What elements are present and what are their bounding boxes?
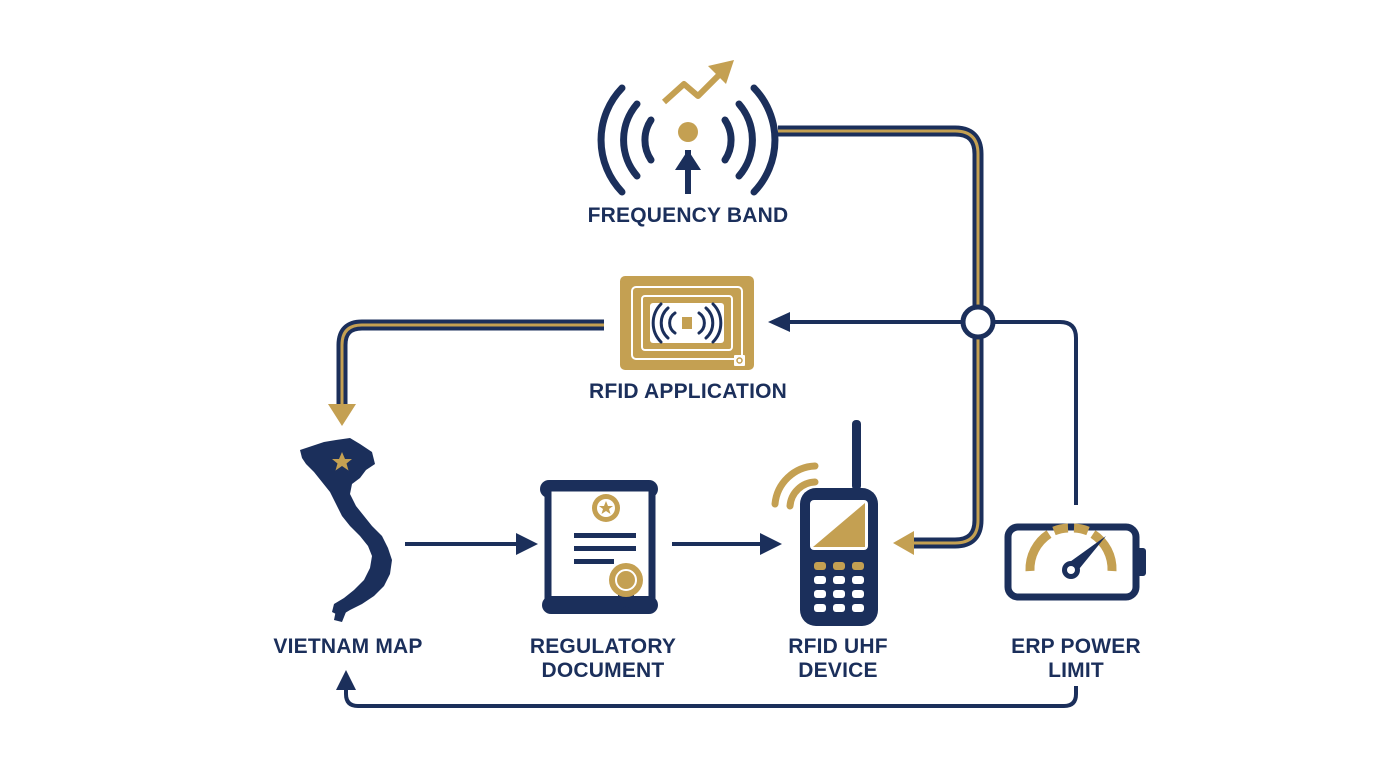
regulatory-document-label-line1: REGULATORY — [529, 635, 677, 658]
rfid-tag-card-icon — [620, 276, 754, 370]
power-gauge-battery-icon — [1004, 523, 1146, 601]
erp-power-limit-label: ERP POWER LIMIT — [1000, 635, 1152, 683]
rfid-application-label: RFID APPLICATION — [588, 380, 788, 403]
certificate-scroll-icon — [540, 480, 658, 614]
erp-power-limit-label-line2: LIMIT — [1048, 659, 1104, 682]
arrow-head-to-application — [768, 312, 790, 332]
vietnam-map-icon — [300, 438, 392, 622]
rfid-uhf-device-label: RFID UHF DEVICE — [766, 635, 910, 683]
antenna-signal-icon — [597, 60, 779, 196]
handheld-reader-icon — [771, 420, 878, 626]
rfid-uhf-device-label-line1: RFID UHF — [788, 635, 888, 658]
connector-erp-to-map — [336, 670, 1078, 708]
connector-map-to-document — [405, 533, 538, 555]
connector-application-to-map — [328, 319, 604, 426]
rfid-uhf-device-label-line2: DEVICE — [798, 659, 878, 682]
connector-erp-to-application — [768, 304, 1078, 505]
regulatory-document-label-line2: DOCUMENT — [541, 659, 665, 682]
regulatory-document-label: REGULATORY DOCUMENT — [500, 635, 706, 683]
connector-document-to-device — [672, 533, 782, 555]
frequency-band-label: FREQUENCY BAND — [587, 204, 789, 227]
vietnam-map-label: VIETNAM MAP — [273, 635, 423, 658]
arrow-head-to-device — [893, 531, 914, 555]
junction-node — [960, 304, 996, 340]
arrow-head-to-map — [328, 404, 356, 426]
erp-power-limit-label-line1: ERP POWER — [1011, 635, 1141, 658]
